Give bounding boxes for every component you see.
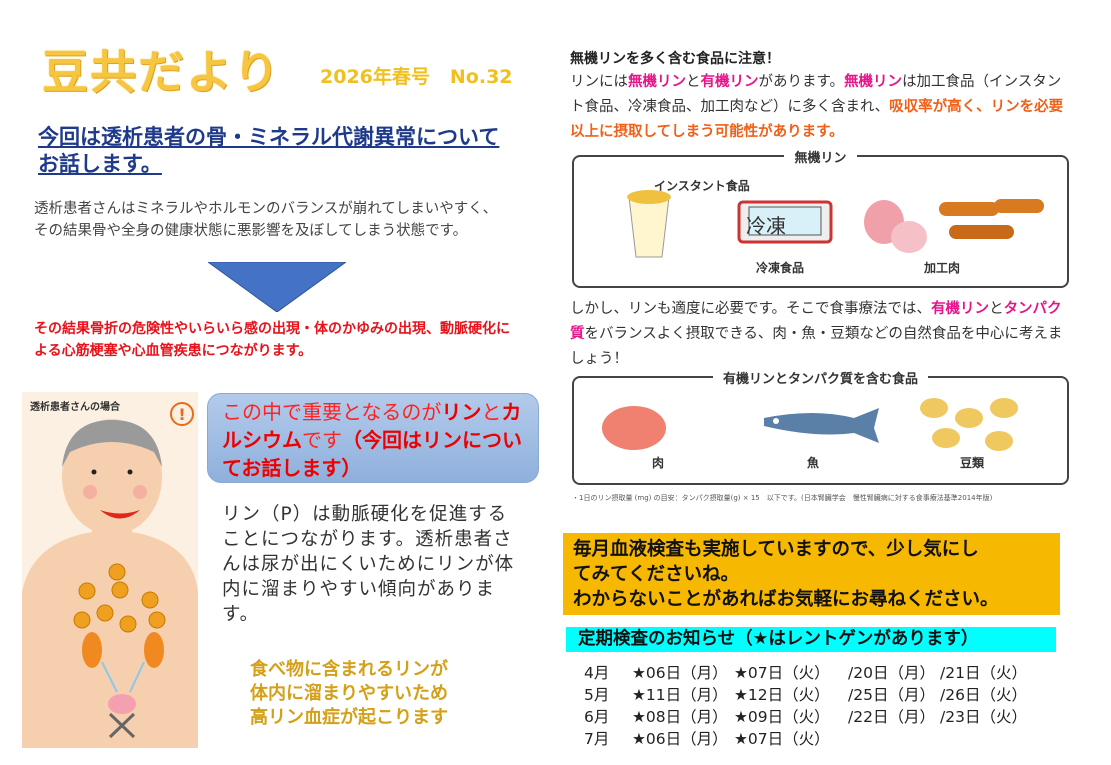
notice-line: てみてくださいね。 [573,564,739,585]
issue-season: 2026年春号 [320,66,430,88]
gold-line: 高リン血症が起こります [250,707,448,728]
food-label: 魚 [807,456,820,470]
schedule-row: 5月★11日（月）★12日（火）/25日（月）/26日（火） [584,686,1027,704]
inorganic-phosphorus-text: リンには無機リンと有機リンがあります。無機リンは加工食品（インスタント食品、冷凍… [570,74,1064,140]
headline: 今回は透析患者の骨・ミネラル代謝異常についてお話します。 [38,125,500,176]
schedule-row: 7月★06日（月）★07日（火） [584,730,830,748]
warning-icon [170,402,194,426]
section-heading: 無機リンを多く含む食品に注意！ [570,51,780,67]
food-label: 加工肉 [924,261,961,275]
freezer-label: 冷凍 [746,214,786,238]
gold-line: 体内に溜まりやすいため [250,683,448,704]
food-label: 冷凍食品 [756,261,805,275]
down-arrow-icon [208,262,346,312]
notice-box: 毎月血液検査も実施していますので、少し気にし てみてくださいね。 わからないこと… [563,533,1060,615]
callout-box: この中で重要となるのがリンとカルシウムです（今回はリンについてお話します） [207,393,539,483]
callout-text: と [481,400,502,424]
food-label: 肉 [652,456,665,470]
notice-line: わからないことがあればお気軽にお尋ねください。 [573,589,999,610]
schedule-row: 4月★06日（月）★07日（火）/20日（月）/21日（火） [584,664,1027,682]
schedule-title: 定期検査のお知らせ（★はレントゲンがあります） [566,627,1056,652]
hyperphosphatemia-text: 食べ物に含まれるリンが 体内に溜まりやすいため 高リン血症が起こります [250,658,510,730]
patient-illustration: 透析患者さんの場合 ! [22,392,198,748]
organic-foods-box: 有機リンとタンパク質を含む食品 肉 魚 豆類 [572,372,1069,485]
food-label: インスタント食品 [654,179,750,193]
issue-number: No.32 [449,66,513,88]
issue-info: 2026年春号 No.32 [320,62,533,89]
schedule-row: 6月★08日（月）★09日（火）/22日（月）/23日（火） [584,708,1027,726]
callout-bold: カルシウム [222,400,522,452]
phosphorus-explanation: リン（P）は動脈硬化を促進することにつながります。透析患者さんは尿が出にくいため… [222,504,515,625]
schedule-table: 4月★06日（月）★07日（火）/20日（月）/21日（火） 5月★11日（月）… [584,661,1040,749]
result-text: その結果骨折の危険性やいらいら感の出現・体のかゆみの出現、動脈硬化による心筋梗塞… [34,321,510,359]
callout-text: です [302,428,342,452]
illustration-caption: 透析患者さんの場合 [30,402,120,413]
intake-note: ・1日のリン摂取量 (mg) の目安：タンパク摂取量(g) × 15 以下です。… [572,494,993,502]
callout-bold: リン [441,400,482,424]
callout-text: この中で重要となるのが [222,400,442,424]
gold-line: 食べ物に含まれるリンが [250,659,448,680]
callout-bold: （今回はリンについてお話します） [222,428,522,480]
newsletter-title: 豆共だより [42,45,282,99]
inorganic-foods-box: 無機リン 冷凍 インスタント食品 冷凍食品 加工肉 [572,151,1069,288]
box-title: 無機リン [784,151,857,166]
intro-text: 透析患者さんはミネラルやホルモンのバランスが崩れてしまいやすく、その結果骨や全身… [34,201,498,239]
notice-line: 毎月血液検査も実施していますので、少し気にし [573,539,979,560]
svg-text:!: ! [178,405,185,424]
organic-phosphorus-text: しかし、リンも適度に必要です。そこで食事療法では、有機リンとタンパク質をバランス… [570,301,1063,367]
box-title: 有機リンとタンパク質を含む食品 [712,372,928,387]
food-label: 豆類 [960,456,985,470]
